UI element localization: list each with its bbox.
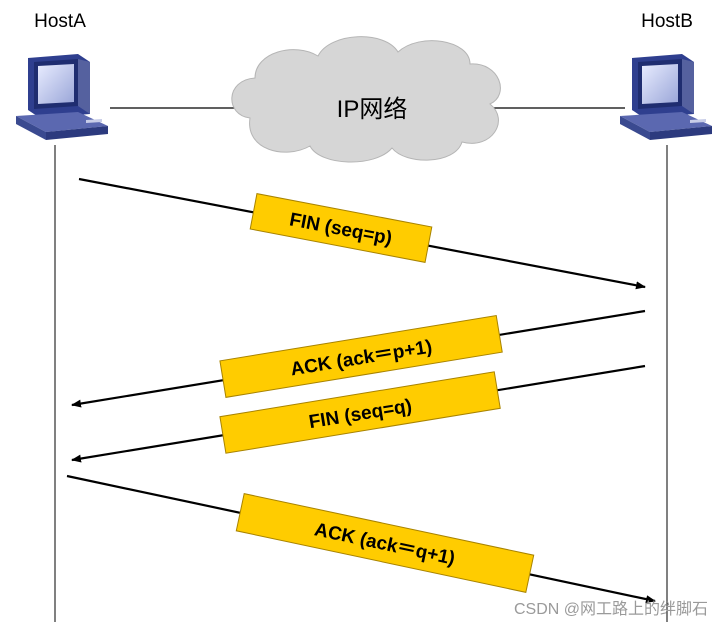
network-label: IP网络	[337, 96, 408, 123]
host-a-computer-icon	[16, 54, 108, 140]
host-a-label: HostA	[34, 11, 86, 32]
ack-q1-message-box: ACK (ack＝q+1)	[235, 493, 535, 593]
ip-network-cloud-icon	[231, 36, 501, 163]
fin-p-message-box: FIN (seq=p)	[249, 193, 433, 263]
host-b-computer-icon	[620, 54, 712, 140]
fin-q-message-box: FIN (seq=q)	[219, 371, 501, 454]
watermark-text: CSDN @网工路上的绊脚石	[514, 600, 708, 618]
host-b-label: HostB	[641, 11, 693, 32]
